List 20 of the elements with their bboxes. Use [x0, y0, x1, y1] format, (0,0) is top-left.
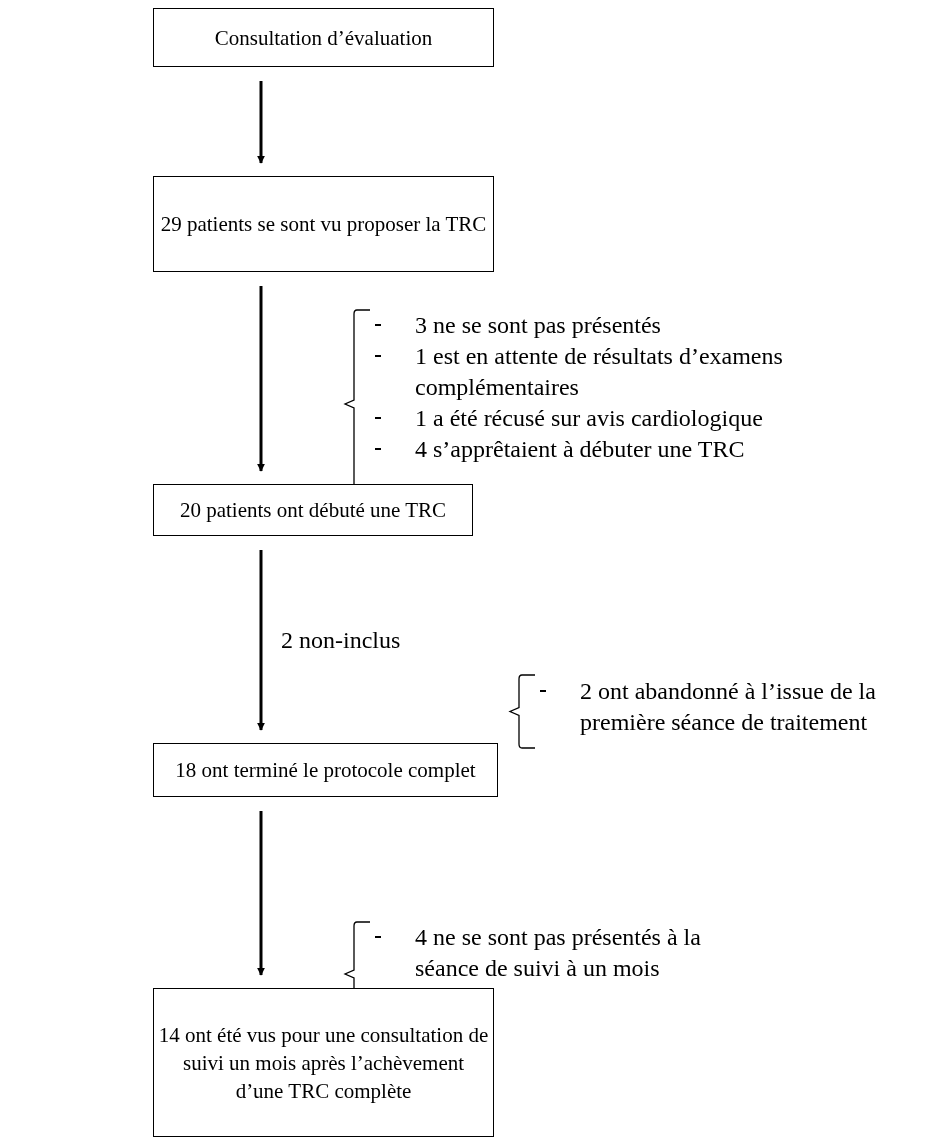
box-text: Consultation d’évaluation: [214, 24, 433, 52]
process-box: [153, 8, 494, 67]
process-box: [153, 176, 494, 272]
arrow: [257, 81, 265, 164]
arrow: [257, 550, 265, 731]
box-text: 20 patients ont débuté une TRC: [179, 497, 447, 524]
note-text: 4 ne se sont pas présentés à la séance de suivi à un mois: [415, 923, 702, 983]
note-text: 3 ne se sont pas présentés: [415, 311, 661, 340]
box-text: 14 ont été vus pour une consultation de suivi un mois après l’achèvement d’une TRC complète: [158, 1021, 489, 1105]
arrow: [257, 811, 265, 976]
note-text: 1 a été récusé sur avis cardiologique: [415, 404, 763, 433]
arrow: [257, 286, 265, 472]
note-text: 1 est en attente de résultats d’examens complémentaires: [415, 342, 784, 402]
process-box: [153, 484, 473, 536]
box-text: 18 ont terminé le protocole complet: [175, 757, 476, 784]
box-text: 29 patients se sont vu proposer la TRC: [160, 211, 487, 238]
note-text: 4 s’apprêtaient à débuter une TRC: [415, 435, 745, 464]
process-box: [153, 743, 498, 797]
note-text: 2 ont abandonné à l’issue de la première séance de traitement: [580, 677, 877, 737]
process-box: [153, 988, 494, 1137]
